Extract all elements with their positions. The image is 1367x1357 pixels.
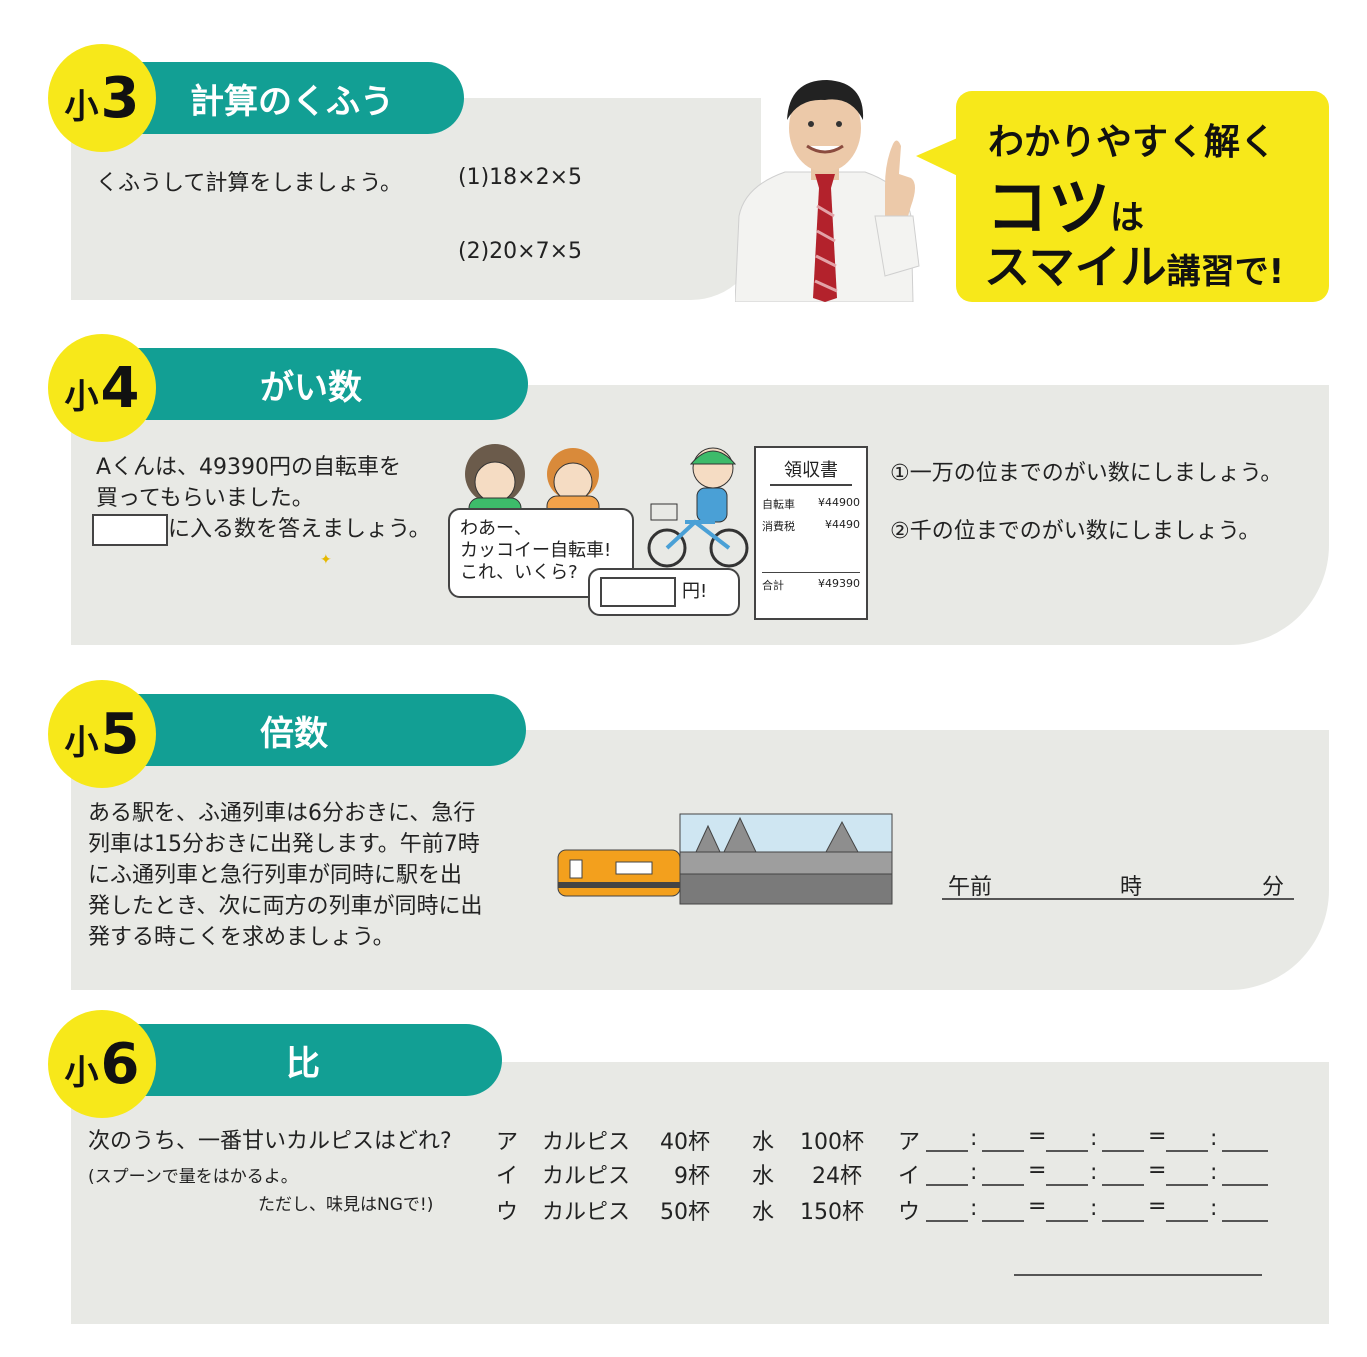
ad-bubble-tail	[916, 136, 962, 178]
section5-problem: ある駅を、ふ通列車は6分おきに、急行 列車は15分おきに出発します。午前7時 に…	[88, 801, 483, 950]
receipt-row: 消費税¥4490	[762, 518, 860, 533]
section3-instruction: くふうして計算をしましょう。	[96, 171, 403, 196]
price-answer-box[interactable]	[600, 577, 676, 607]
price-unit: 円!	[682, 581, 708, 602]
section6-title-tab: 比	[90, 1024, 502, 1096]
section4-answer-box[interactable]	[92, 514, 168, 546]
section3-title: 計算のくふう	[190, 81, 394, 122]
section4-question-2: ②千の位までのがい数にしましょう。	[890, 519, 1261, 544]
section6-final-answer-line[interactable]	[1014, 1274, 1262, 1276]
section4-problem-line-3: に入る数を答えましょう。	[168, 517, 431, 542]
section6-note-2: ただし、味見はNGで!)	[258, 1195, 434, 1215]
section6-note-1: (スプーンで量をはかるよ。	[88, 1167, 298, 1187]
section3-title-tab: 計算のくふう	[90, 62, 464, 134]
section3-question-1: (1)18×2×5	[458, 165, 583, 190]
ad-line-3: スマイル講習で!	[984, 240, 1285, 294]
receipt: 領収書 自転車¥44900 消費税¥4490 合計¥49390	[754, 446, 868, 620]
train-station-illustration	[557, 813, 893, 905]
price-speech-bubble: 円!	[588, 568, 740, 616]
teacher-illustration	[735, 80, 920, 302]
section6-panel	[71, 1062, 1329, 1324]
section5-answer-am: 午前	[948, 875, 993, 900]
ad-bubble: わかりやすく解く コツは スマイル講習で!	[956, 91, 1329, 302]
receipt-total: 合計¥49390	[762, 577, 860, 592]
section5-answer-hour: 時	[1120, 875, 1143, 900]
section4-problem-line-1: Aくんは、49390円の自転車を	[96, 455, 402, 480]
section4-problem-line-2: 買ってもらいました。	[96, 486, 314, 511]
receipt-title: 領収書	[784, 460, 838, 481]
section4-question-1: ①一万の位までのがい数にしましょう。	[890, 461, 1283, 486]
receipt-row: 自転車¥44900	[762, 496, 860, 511]
section6-question: 次のうち、一番甘いカルピスはどれ?	[88, 1129, 452, 1154]
ad-line-1: わかりやすく解く	[988, 122, 1277, 163]
section4-title-tab: がい数	[90, 348, 528, 420]
ratio-answer-i: イ : = : = :	[898, 1158, 1278, 1190]
ratio-answer-a: ア : = : = :	[898, 1124, 1278, 1156]
ratio-answer-u: ウ : = : = :	[898, 1194, 1278, 1226]
section4-title: がい数	[260, 367, 362, 408]
sparkle-icon: ✦	[320, 552, 332, 568]
section3-question-2: (2)20×7×5	[458, 239, 583, 264]
section5-title-tab: 倍数	[90, 694, 526, 766]
section5-answer-minute: 分	[1262, 875, 1285, 900]
section5-title: 倍数	[260, 713, 328, 754]
ad-big-text: コツは	[986, 171, 1145, 244]
section6-title: 比	[286, 1043, 320, 1084]
section5-answer-line[interactable]	[942, 898, 1294, 900]
